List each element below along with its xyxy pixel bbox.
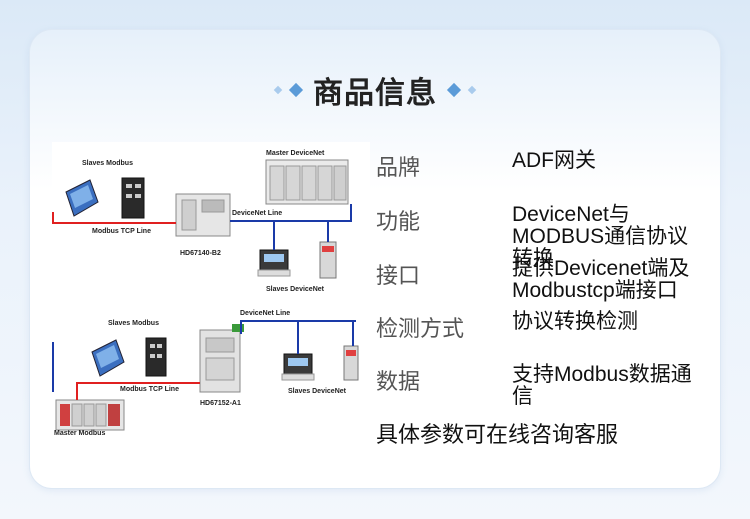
master-modbus-plc xyxy=(55,399,125,431)
modbus-tcp-drop-bottom xyxy=(76,382,78,400)
modbus-tcp-drop-top xyxy=(52,212,54,224)
label-devicenet-line-top: DeviceNet Line xyxy=(232,210,283,217)
footer-note: 具体参数可在线咨询客服 xyxy=(376,423,619,448)
spec-value-data: 支持Modbus数据通信 xyxy=(512,363,692,408)
slave-modbus-device-4 xyxy=(145,337,167,377)
slave-modbus-device-3 xyxy=(91,339,125,377)
spec-key-interface: 接口 xyxy=(376,264,421,289)
page-title: 商品信息 xyxy=(313,76,437,111)
modbus-tcp-line-bottom xyxy=(76,382,200,384)
diagram-graphics xyxy=(55,159,359,431)
label-modbus-tcp-line-bottom: Modbus TCP Line xyxy=(120,386,179,393)
title-decoration-right xyxy=(446,82,477,98)
spec-value-brand: ADF网关 xyxy=(512,149,596,172)
slave-devicenet-1 xyxy=(257,249,291,277)
gateway-hd67152 xyxy=(199,324,244,393)
spec-value-detection: 协议转换检测 xyxy=(512,310,638,333)
label-slaves-devicenet-top: Slaves DeviceNet xyxy=(266,286,324,293)
slave-modbus-device-1 xyxy=(65,179,99,217)
master-devicenet-plc xyxy=(265,159,349,205)
slave-devicenet-2 xyxy=(319,241,337,279)
devicenet-drop-4 xyxy=(352,320,354,346)
diamond-icon xyxy=(288,82,304,98)
spec-key-function: 功能 xyxy=(376,210,421,235)
devicenet-line-top xyxy=(230,220,350,222)
label-slaves-modbus-top: Slaves Modbus xyxy=(82,160,133,167)
diamond-icon xyxy=(273,85,283,95)
slave-devicenet-4 xyxy=(343,345,359,381)
gateway-hd67140 xyxy=(175,193,231,237)
label-master-devicenet: Master DeviceNet xyxy=(266,150,325,157)
title-row: 商品信息 xyxy=(0,70,750,111)
network-diagram: Slaves Modbus Master DeviceNet DeviceNet… xyxy=(52,142,370,440)
label-devicenet-line-bottom: DeviceNet Line xyxy=(240,310,291,317)
spec-key-brand: 品牌 xyxy=(376,156,421,181)
modbus-tcp-line-top xyxy=(52,222,176,224)
devicenet-drop-3 xyxy=(297,320,299,354)
spec-key-detection: 检测方式 xyxy=(376,317,465,342)
label-modbus-tcp-line-top: Modbus TCP Line xyxy=(92,228,151,235)
label-model-bottom: HD67152-A1 xyxy=(200,400,241,407)
label-slaves-devicenet-bottom: Slaves DeviceNet xyxy=(288,388,346,395)
spec-value-interface: 提供Devicenet端及Modbustcp端接口 xyxy=(512,257,690,302)
label-slaves-modbus-bottom: Slaves Modbus xyxy=(108,320,159,327)
title-decoration-left xyxy=(273,82,304,98)
diamond-icon xyxy=(446,82,462,98)
spec-key-data: 数据 xyxy=(376,370,421,395)
slave-modbus-device-2 xyxy=(121,177,145,219)
devicenet-riser-bottom xyxy=(240,320,242,334)
devicenet-drop-2 xyxy=(327,220,329,242)
devicenet-riser-top xyxy=(350,204,352,222)
label-model-top: HD67140-B2 xyxy=(180,250,221,257)
slave-devicenet-3 xyxy=(281,353,315,381)
diamond-icon xyxy=(467,85,477,95)
devicenet-drop-1 xyxy=(273,220,275,250)
label-master-modbus: Master Modbus xyxy=(54,430,106,437)
side-line xyxy=(52,342,54,392)
spec-value-function: DeviceNet与MODBUS通信协议转换 xyxy=(512,203,689,270)
